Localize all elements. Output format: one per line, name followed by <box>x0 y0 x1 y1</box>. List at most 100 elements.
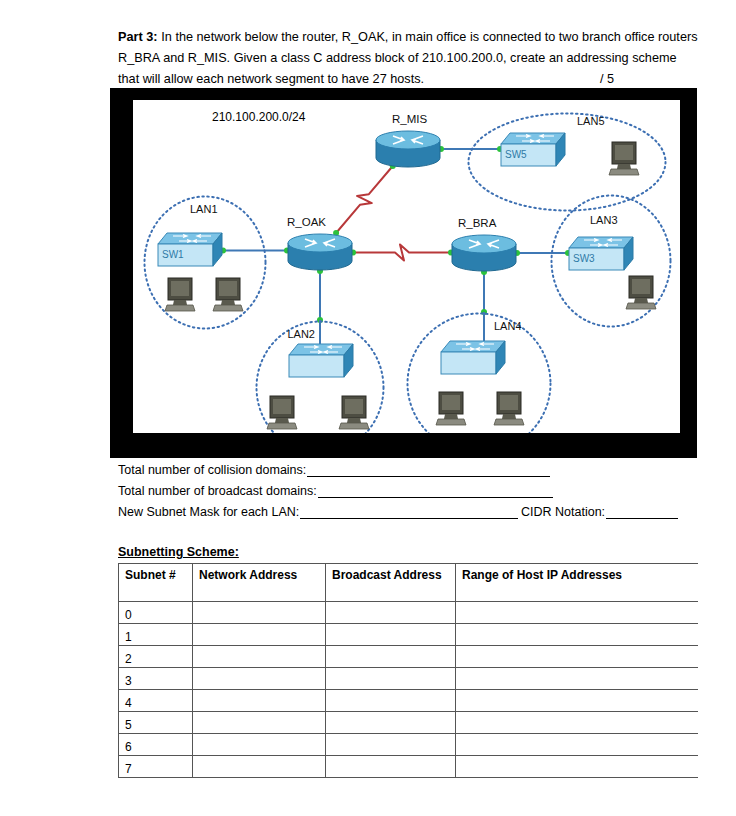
header-cell: Range of Host IP Addresses <box>456 564 699 602</box>
lan-shape <box>467 112 667 212</box>
table-header-row: Subnet # Network AddressBroadcast Address… <box>119 564 699 602</box>
drawing-part <box>624 237 633 270</box>
ethernet-link <box>223 250 287 252</box>
answer-line <box>300 518 518 519</box>
table-cell <box>456 668 699 690</box>
score-mark: / 5 <box>600 69 614 90</box>
table-cell: 2 <box>119 646 193 668</box>
lan-shape <box>255 320 385 433</box>
drawing-part <box>165 305 195 311</box>
table-cell <box>456 690 699 712</box>
drawing-part <box>393 136 423 144</box>
drawing-part <box>219 281 237 296</box>
router-box: R_BRA <box>451 234 517 272</box>
lan-name: LAN3 <box>590 214 618 226</box>
fill-in-prompt: CIDR Notation: <box>521 505 605 519</box>
drawing-part <box>500 395 518 410</box>
drawing-part <box>609 169 639 175</box>
header-cell: Broadcast Address <box>326 564 456 602</box>
link-wire <box>319 320 321 345</box>
pc-icon <box>436 392 466 425</box>
subnet-number: 4 <box>125 696 132 710</box>
switch-box: SW3 <box>568 236 634 270</box>
table-cell <box>456 734 699 756</box>
table-cell <box>193 734 326 756</box>
switch-name: SW3 <box>573 253 595 264</box>
switch-icon <box>289 344 353 377</box>
drawing-part <box>270 396 294 418</box>
switch-name: SW5 <box>505 149 527 160</box>
header-cell: Subnet # <box>119 564 193 602</box>
drawing-part <box>442 395 460 410</box>
drawing-part <box>289 355 344 377</box>
drawing-part <box>439 392 463 414</box>
section-heading: Subnetting Scheme: <box>118 545 239 559</box>
table-cell <box>456 602 699 624</box>
drawing-part <box>173 300 187 305</box>
subnet-table: Subnet # Network AddressBroadcast Address… <box>118 563 698 778</box>
drawing-part <box>494 419 524 425</box>
table-row: 1 <box>119 624 699 646</box>
pc-icon <box>165 278 195 311</box>
drawing-part <box>168 278 192 300</box>
subnet-number: 7 <box>125 762 132 776</box>
diagram-area: LAN1SW1R_OAKR_MISLAN5SW5R_BRALAN3SW3LAN2… <box>133 100 680 433</box>
header-text: Range of Host IP Addresses <box>462 568 622 582</box>
answer-line <box>307 476 550 477</box>
subnet-number: 6 <box>125 740 132 754</box>
drawing-part <box>213 233 222 266</box>
pc-icon <box>267 396 297 429</box>
header-text: Subnet # <box>125 568 176 582</box>
drawing-part <box>612 142 636 164</box>
router-box: R_OAK <box>287 233 353 271</box>
drawing-part <box>436 419 466 425</box>
table-row: 0 <box>119 602 699 624</box>
table-cell: 4 <box>119 690 193 712</box>
drawing-part <box>615 145 633 160</box>
lan-outline <box>145 197 266 329</box>
table-cell <box>456 756 699 778</box>
table-cell <box>193 646 326 668</box>
fill-in-prompt: Total number of collision domains: <box>118 463 306 477</box>
drawing-part <box>634 298 648 303</box>
drawing-part <box>216 278 240 300</box>
table-cell <box>193 624 326 646</box>
header-cell: Network Address <box>193 564 326 602</box>
drawing-part <box>158 233 222 244</box>
network-address: 210.100.200.0/24 <box>212 110 305 124</box>
answer-line <box>606 518 678 519</box>
switch-box: SW5 <box>500 132 566 166</box>
rt-shape <box>375 130 441 166</box>
drawing-part <box>345 399 363 414</box>
table-cell <box>326 690 456 712</box>
drawing-part <box>158 244 213 266</box>
drawing-part <box>171 281 189 296</box>
table-cell: 0 <box>119 602 193 624</box>
switch-icon <box>441 341 505 374</box>
router-box: R_MIS <box>375 130 441 166</box>
router-name: R_BRA <box>458 217 496 229</box>
table-cell <box>326 734 456 756</box>
table-row: 7 <box>119 756 699 778</box>
lan-region: LAN3SW3 <box>550 194 672 328</box>
table-row: 6 <box>119 734 699 756</box>
serial-link <box>353 245 451 261</box>
lan-name: LAN2 <box>287 328 315 340</box>
drawing-part <box>441 341 505 352</box>
pc-icon <box>626 276 656 309</box>
switch-icon <box>501 133 565 166</box>
drawing-part <box>339 423 369 429</box>
drawing-part <box>502 414 516 419</box>
drawing-part <box>584 239 622 247</box>
drawing-part <box>213 305 243 311</box>
fill-in-prompt: New Subnet Mask for each LAN: <box>118 505 299 519</box>
table-cell <box>326 668 456 690</box>
switch-icon <box>158 233 222 266</box>
table-cell: 3 <box>119 668 193 690</box>
subnet-number: 1 <box>125 630 132 644</box>
pc-icon <box>213 278 243 311</box>
fill-in-prompt: Total number of broadcast domains: <box>118 484 317 498</box>
drawing-part <box>469 240 499 248</box>
drawing-part <box>629 276 653 298</box>
table-cell <box>193 690 326 712</box>
